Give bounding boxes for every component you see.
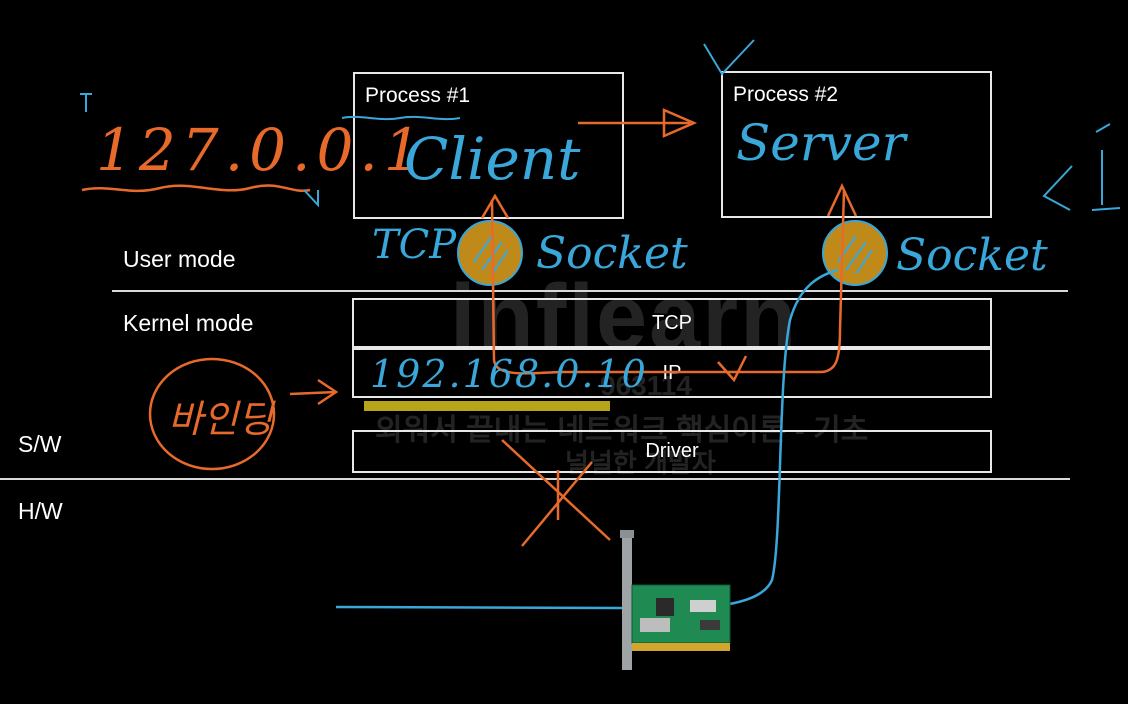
socket-left-icon: [457, 220, 523, 286]
process-arrow: [578, 108, 698, 138]
server-check-mark: [703, 39, 755, 76]
ip-address-annotation: 192.168.0.10: [370, 352, 648, 396]
loopback-underline: [81, 184, 311, 193]
binding-annotation: 바인딩: [168, 397, 273, 441]
user-mode-label: User mode: [123, 246, 236, 272]
process2-title: Process #2: [733, 83, 839, 106]
sw-label: S/W: [18, 431, 62, 457]
loopback-data-path: [490, 189, 846, 375]
driver-layer-box: Driver: [352, 430, 992, 473]
binding-arrow: [289, 378, 339, 406]
driver-layer-label: Driver: [645, 440, 699, 462]
edge-mark: [1042, 123, 1121, 211]
ip-highlight: [364, 401, 610, 411]
tcp-layer-box: TCP: [352, 298, 992, 348]
socket-right-icon: [822, 220, 888, 286]
socket-right-annotation: Socket: [896, 230, 1048, 281]
blocked-path: [501, 439, 611, 547]
loopback-tick: [80, 93, 92, 112]
network-card-icon: [620, 530, 731, 670]
tcp-layer-label: TCP: [652, 311, 692, 334]
watermark-brand: inflearn: [450, 266, 799, 368]
loopback-bracket: [303, 189, 319, 208]
tcp-annotation: TCP: [372, 222, 457, 268]
hw-label: H/W: [18, 498, 63, 524]
process1-title: Process #1: [365, 84, 471, 107]
ip-check-mark: [717, 355, 748, 383]
server-annotation: Server: [736, 114, 906, 172]
process1-box: Process #1: [353, 72, 624, 219]
watermark-number: 963114: [600, 370, 692, 401]
kernel-mode-label: Kernel mode: [123, 310, 254, 336]
process1-underline: [341, 115, 461, 121]
user-kernel-divider: [112, 290, 1068, 292]
socket-left-annotation: Socket: [536, 228, 688, 279]
client-up-arrow: [480, 193, 510, 219]
network-line: [335, 268, 839, 610]
loopback-ip-annotation: 127.0.0.1: [96, 116, 427, 184]
client-annotation: Client: [404, 125, 581, 193]
server-up-arrow: [826, 183, 858, 217]
process2-box: Process #2: [721, 71, 992, 218]
binding-circle: [148, 357, 276, 471]
sw-hw-divider: [0, 478, 1070, 480]
